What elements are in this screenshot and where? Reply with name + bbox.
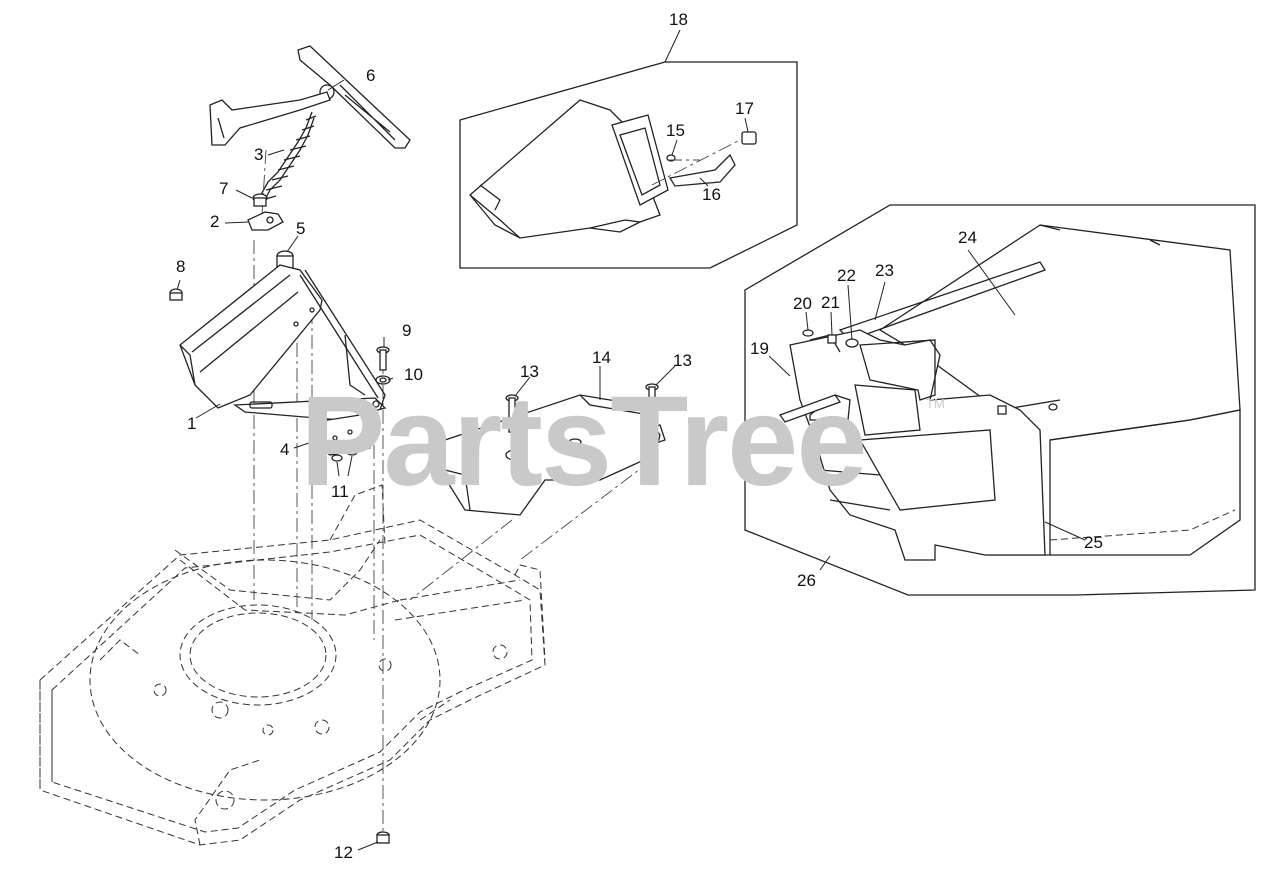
part-10-washer	[375, 375, 391, 385]
leader-lines	[176, 29, 1086, 851]
part-13-bolt-right	[645, 383, 659, 420]
part-label-18[interactable]: 18	[669, 10, 688, 29]
part-label-4[interactable]: 4	[280, 440, 290, 459]
part-label-21[interactable]: 21	[821, 293, 840, 312]
part-9-bolt	[376, 346, 390, 371]
part-3-spring	[209, 91, 331, 206]
part-label-20[interactable]: 20	[793, 294, 812, 313]
part-7-bolt	[252, 193, 268, 207]
part-13-bolt-left	[505, 394, 519, 433]
part-label-5[interactable]: 5	[296, 219, 306, 238]
trademark-symbol: TM	[926, 396, 945, 411]
part-label-13-right[interactable]: 13	[673, 351, 692, 370]
part-label-14[interactable]: 14	[592, 348, 611, 367]
part-label-15[interactable]: 15	[666, 121, 685, 140]
part-label-25[interactable]: 25	[1084, 533, 1103, 552]
part-label-19[interactable]: 19	[750, 339, 769, 358]
part-label-26[interactable]: 26	[797, 571, 816, 590]
part-label-23[interactable]: 23	[875, 261, 894, 280]
part-label-9[interactable]: 9	[402, 321, 412, 340]
part-label-17[interactable]: 17	[735, 99, 754, 118]
assembly-center-lines	[253, 149, 653, 835]
part-label-3[interactable]: 3	[254, 145, 264, 164]
part-label-1[interactable]: 1	[187, 414, 197, 433]
part-label-22[interactable]: 22	[837, 266, 856, 285]
part-label-2[interactable]: 2	[210, 212, 220, 231]
part-label-7[interactable]: 7	[219, 179, 229, 198]
part-label-12[interactable]: 12	[334, 843, 353, 862]
part-14-plate	[439, 394, 666, 516]
mower-deck	[39, 484, 546, 846]
part-label-6[interactable]: 6	[366, 66, 376, 85]
part-4-plate	[314, 414, 373, 456]
part-label-16[interactable]: 16	[702, 185, 721, 204]
part-8-nut	[169, 288, 183, 301]
part-1-chute	[179, 264, 387, 421]
part-2-bracket	[247, 211, 284, 231]
part-26-grass-bag-box	[744, 204, 1256, 596]
part-label-8[interactable]: 8	[176, 257, 186, 276]
part-label-10[interactable]: 10	[404, 365, 423, 384]
part-12-nut	[376, 831, 390, 844]
part-18-mulch-plug-box	[459, 61, 798, 269]
part-label-13-left[interactable]: 13	[520, 362, 539, 381]
part-label-24[interactable]: 24	[958, 228, 977, 247]
part-11-screws	[331, 448, 358, 462]
part-label-11[interactable]: 11	[331, 482, 349, 501]
